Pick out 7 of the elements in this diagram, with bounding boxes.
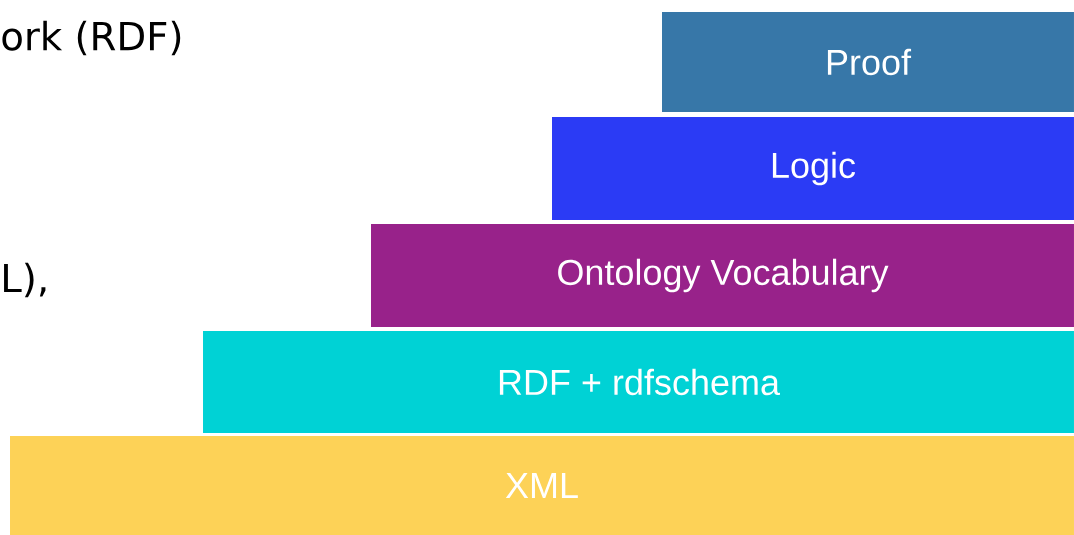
text-fragment: L), [4,262,46,298]
layer-bar: XML [10,436,1074,535]
layer-bar: Ontology Vocabulary [371,224,1074,327]
layer-bar: Proof [662,12,1074,112]
layer-bar: RDF + rdfschema [203,331,1074,433]
layer-bar: Logic [552,117,1074,220]
text-fragment: ork (RDF) [2,20,181,56]
